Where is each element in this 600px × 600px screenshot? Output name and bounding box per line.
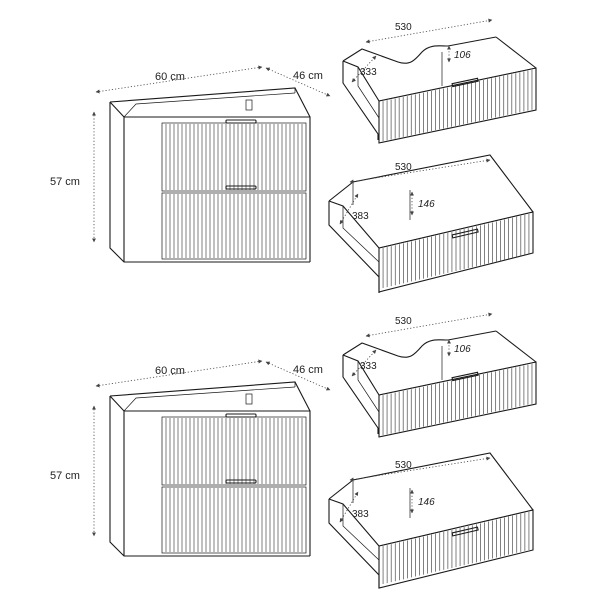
cabinet-1: 60 cm 46 cm 57 cm: [50, 65, 331, 263]
drawer-2-front-panel: [378, 211, 534, 293]
cabinet-2-drawer-front-top: [161, 416, 307, 486]
drawer-3-width-dimension-line: [365, 312, 493, 338]
drawer-3-front-panel: [378, 361, 537, 438]
cabinet-1-siphon-bracket: [245, 99, 253, 111]
drawer-4-width-dimension-line: [349, 456, 491, 482]
cabinet-1-handle-bottom: [225, 185, 257, 190]
drawer-1-depth-label: 333: [360, 67, 377, 78]
drawer-4-width-label: 530: [395, 460, 412, 471]
drawer-3: 530 333 106: [342, 312, 537, 438]
drawer-4-front-panel: [378, 509, 534, 589]
cabinet-2-depth-dimension-line: [265, 361, 331, 391]
drawer-2-depth-label: 383: [352, 211, 369, 222]
cabinet-1-width-dimension-line: [95, 65, 263, 94]
cabinet-1-drawer-front-bottom: [161, 192, 307, 260]
drawer-1-height-label: 106: [454, 50, 471, 61]
drawer-4-height-label: 146: [418, 497, 435, 508]
cabinet-1-width-label: 60 cm: [155, 71, 185, 83]
cabinet-2-height-label: 57 cm: [50, 470, 80, 482]
drawer-2: 530 383 146: [328, 154, 534, 293]
drawer-3-depth-label: 333: [360, 361, 377, 372]
drawer-1-width-label: 530: [395, 22, 412, 33]
cabinet-1-height-label: 57 cm: [50, 176, 80, 188]
drawer-1-front-panel: [378, 67, 537, 144]
cabinet-2-width-dimension-line: [95, 359, 263, 388]
drawer-1-width-dimension-line: [365, 18, 493, 44]
cabinet-2: 60 cm 46 cm 57 cm: [50, 359, 331, 557]
drawer-3-depth-dimension-line: [351, 349, 377, 377]
cabinet-2-drawer-front-bottom: [161, 486, 307, 554]
drawer-4-handle: [451, 526, 479, 537]
drawer-2-width-dimension-line: [349, 158, 491, 184]
drawer-1-depth-dimension-line: [351, 55, 377, 83]
cabinet-1-depth-dimension-line: [265, 67, 331, 97]
drawer-3-handle: [451, 371, 479, 382]
cabinet-2-depth-label: 46 cm: [293, 364, 323, 376]
cabinet-2-width-label: 60 cm: [155, 365, 185, 377]
drawer-1: 530 333 106: [342, 18, 537, 144]
drawer-4: 530 383 146: [328, 452, 534, 589]
drawer-2-height-label: 146: [418, 199, 435, 210]
drawer-3-width-label: 530: [395, 316, 412, 327]
drawer-2-width-label: 530: [395, 162, 412, 173]
drawer-4-depth-dimension-line: [339, 491, 359, 523]
drawer-2-handle: [451, 228, 479, 239]
cabinet-1-depth-label: 46 cm: [293, 70, 323, 82]
cabinet-2-handle-top: [225, 413, 257, 418]
drawer-3-height-label: 106: [454, 344, 471, 355]
drawer-1-handle: [451, 77, 479, 88]
cabinet-1-handle-top: [225, 119, 257, 124]
cabinet-1-body: [109, 87, 311, 263]
drawer-4-depth-label: 383: [352, 509, 369, 520]
drawer-2-depth-dimension-line: [339, 193, 359, 225]
cabinet-2-handle-bottom: [225, 479, 257, 484]
cabinet-1-drawer-front-top: [161, 122, 307, 192]
cabinet-2-siphon-bracket: [245, 393, 253, 405]
